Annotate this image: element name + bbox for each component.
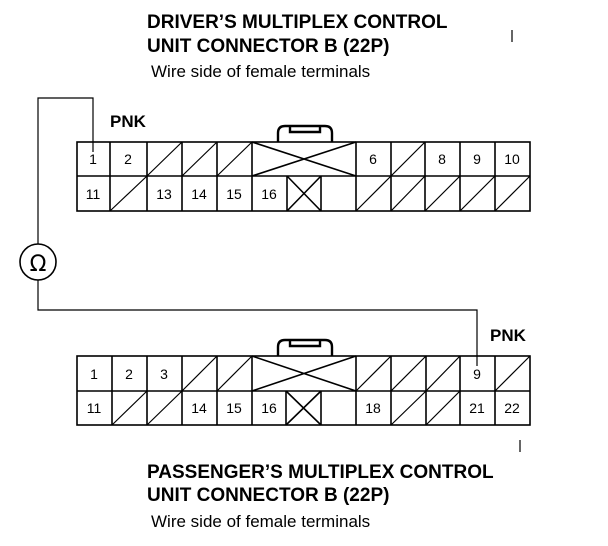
pin-label: 22 [504, 400, 520, 416]
passenger-empty-slots [111, 355, 531, 426]
pin-label: 15 [226, 186, 242, 202]
driver-title-line1: DRIVER’S MULTIPLEX CONTROL [147, 12, 448, 33]
driver-wire-color: PNK [110, 112, 147, 131]
driver-pin-labels: 1 2 6 8 9 10 11 13 14 15 16 [86, 151, 520, 202]
driver-subtitle: Wire side of female terminals [151, 62, 370, 81]
driver-title-line2: UNIT CONNECTOR B (22P) [147, 36, 389, 57]
driver-test-lead [37, 97, 94, 244]
driver-locking-tab [276, 124, 334, 142]
passenger-pin-labels: 1 2 3 9 11 14 15 16 18 21 22 [87, 366, 520, 416]
pin-label: 2 [125, 366, 133, 382]
passenger-title-line1: PASSENGER’S MULTIPLEX CONTROL [147, 462, 494, 483]
pin-label: 10 [504, 151, 520, 167]
pin-label: 16 [261, 186, 277, 202]
pin-label: 3 [160, 366, 168, 382]
passenger-test-lead [37, 280, 478, 366]
pin-label: 14 [191, 400, 207, 416]
passenger-blocked-cavity [251, 355, 357, 392]
passenger-title-line2: UNIT CONNECTOR B (22P) [147, 485, 389, 506]
pin-label: 14 [191, 186, 207, 202]
driver-empty-slots [109, 141, 531, 212]
passenger-locking-tab [276, 338, 334, 356]
passenger-blocked-terminal [285, 390, 322, 426]
pin-label: 21 [469, 400, 485, 416]
pin-label: 1 [90, 366, 98, 382]
passenger-connector: 1 2 3 9 11 14 15 16 18 21 22 [76, 338, 531, 426]
pin-label: 13 [156, 186, 172, 202]
pin-label: 18 [365, 400, 381, 416]
ohmmeter-icon: Ω [19, 243, 57, 281]
pin-label: 11 [86, 186, 101, 202]
passenger-subtitle: Wire side of female terminals [151, 512, 370, 531]
pin-label: 2 [124, 151, 132, 167]
pin-label: 6 [369, 151, 377, 167]
pin-label: 15 [226, 400, 242, 416]
pin-label: 11 [87, 400, 102, 416]
driver-connector: 1 2 6 8 9 10 11 13 14 15 16 [76, 124, 531, 212]
driver-blocked-terminal [286, 175, 322, 212]
passenger-wire-color: PNK [490, 326, 527, 345]
driver-blocked-cavity [251, 141, 357, 177]
pin-label: 8 [438, 151, 446, 167]
pin-label: 1 [89, 151, 97, 167]
pin-label: 9 [473, 366, 481, 382]
test-leads [37, 97, 478, 366]
pin-label: 16 [261, 400, 277, 416]
ohm-symbol: Ω [30, 252, 47, 277]
pin-label: 9 [473, 151, 481, 167]
